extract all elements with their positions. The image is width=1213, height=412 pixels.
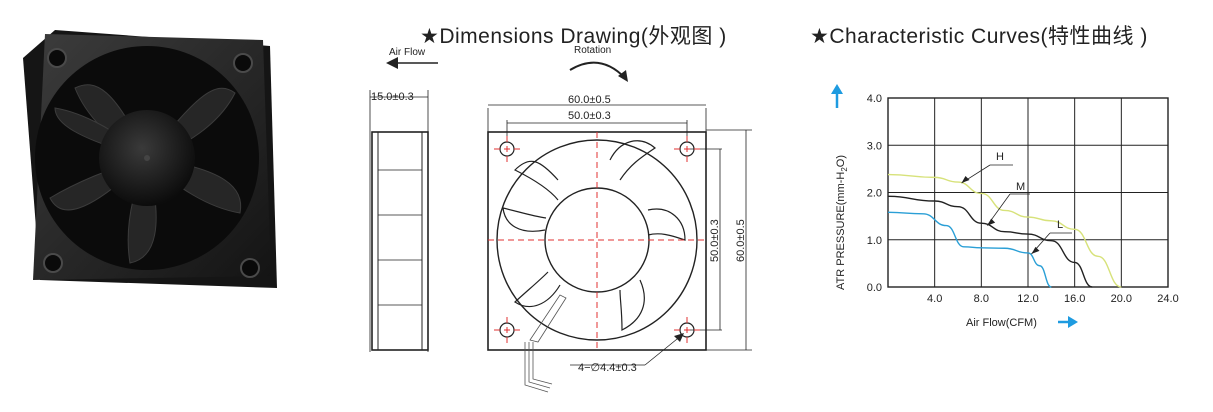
curves-title: Characteristic Curves(特性曲线 ) xyxy=(829,25,1148,48)
x-tick-label: 4.0 xyxy=(927,293,942,305)
y-tick-label: 2.0 xyxy=(867,188,882,200)
y-tick-label: 1.0 xyxy=(867,235,882,247)
x-tick-label: 20.0 xyxy=(1111,293,1132,305)
series-label-l: L xyxy=(1057,219,1063,231)
outer-height-label: 60.0±0.5 xyxy=(735,219,747,262)
fan-photo xyxy=(23,30,277,288)
outer-width-label: 60.0±0.5 xyxy=(568,94,611,106)
y-tick-label: 3.0 xyxy=(867,140,882,152)
series-m-line xyxy=(887,195,1093,288)
series-callout-arrow-icon xyxy=(1031,246,1040,254)
x-axis-label: Air Flow(CFM) xyxy=(966,317,1037,329)
curves-heading: ★Characteristic Curves(特性曲线 ) xyxy=(810,20,1148,50)
y-axis-label: ATR PRESSURE(mm-H2O) xyxy=(835,155,849,290)
y-tick-label: 0.0 xyxy=(867,282,882,294)
dimensions-heading: ★Dimensions Drawing(外观图 ) xyxy=(420,20,727,50)
star-icon: ★ xyxy=(810,25,830,48)
thickness-label: 15.0±0.3 xyxy=(371,91,414,103)
series-h-line xyxy=(887,173,1122,288)
series-l-line xyxy=(887,211,1052,288)
dimensions-title: Dimensions Drawing(外观图 ) xyxy=(439,25,727,48)
star-icon: ★ xyxy=(420,25,440,48)
hole-spacing-label: 50.0±0.3 xyxy=(568,110,611,122)
series-label-h: H xyxy=(996,151,1004,163)
front-view-drawing xyxy=(487,61,752,393)
chart-series: H M L xyxy=(887,151,1122,288)
hole-spacing-vertical-label: 50.0±0.3 xyxy=(709,219,721,262)
series-label-m: M xyxy=(1016,181,1025,193)
chart-ticks: 4.0 8.0 12.0 16.0 20.0 24.0 0.0 1.0 2.0 3.0 4.0 xyxy=(867,93,1179,305)
x-tick-label: 16.0 xyxy=(1064,293,1085,305)
y-tick-label: 4.0 xyxy=(867,93,882,105)
hole-label: 4−∅4.4±0.3 xyxy=(578,362,637,374)
air-flow-label: Air Flow xyxy=(389,47,426,58)
x-tick-label: 24.0 xyxy=(1157,293,1178,305)
x-axis-arrow-icon xyxy=(1058,316,1078,328)
x-tick-label: 8.0 xyxy=(974,293,989,305)
rotation-label: Rotation xyxy=(574,45,612,56)
side-view-drawing xyxy=(369,57,438,352)
y-axis-arrow-icon xyxy=(831,84,843,108)
series-callout-arrow-icon xyxy=(961,176,970,184)
chart-grid xyxy=(887,97,1169,288)
x-tick-label: 12.0 xyxy=(1017,293,1038,305)
series-callout-arrow-icon xyxy=(987,218,996,226)
